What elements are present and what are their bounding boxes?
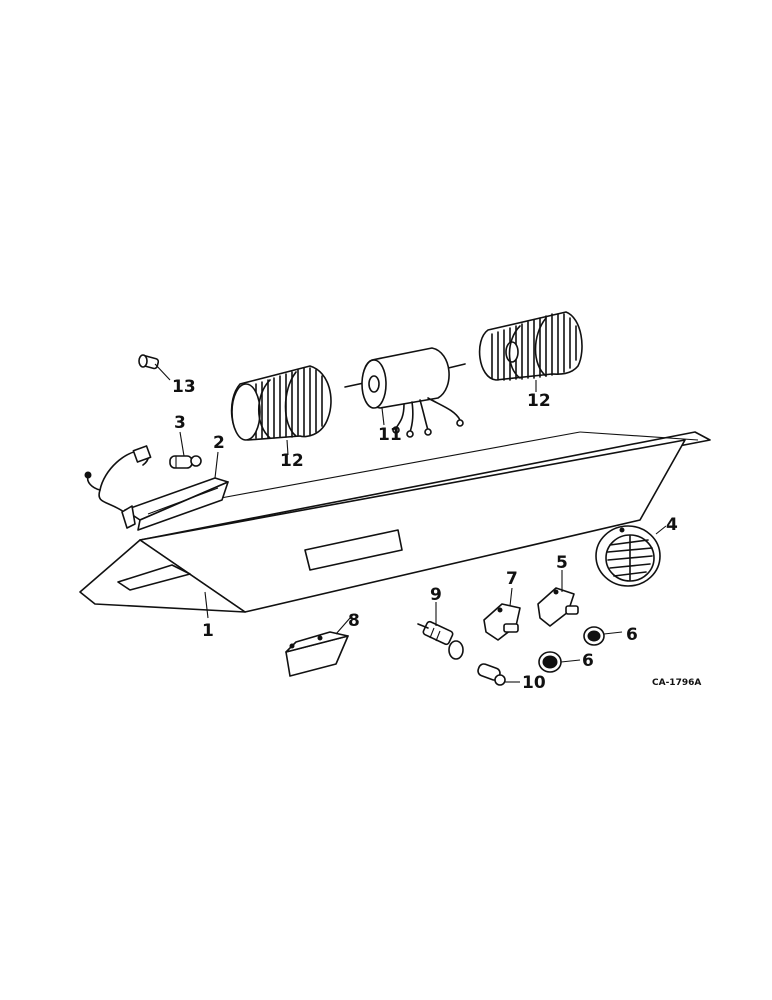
rheostat [417,620,464,660]
callout-9: 9 [430,585,442,605]
callout-7: 7 [506,569,518,589]
mounting-plate [285,631,349,677]
housing-panel [79,431,711,613]
callout-12-right: 12 [527,391,551,411]
callout-4: 4 [666,515,678,535]
leader-lines [154,363,667,683]
callouts: 1 2 3 4 5 6 6 7 8 9 10 11 12 12 13 CA-17… [172,377,701,693]
callout-6-lower: 6 [582,651,594,671]
switch-7 [483,603,521,641]
figure-code: CA-1796A [652,678,701,688]
knob-lower [538,651,562,673]
callout-10: 10 [522,673,546,693]
callout-1: 1 [202,621,214,641]
blower-wheel-left [230,365,332,441]
callout-8: 8 [348,611,360,631]
callout-6-upper: 6 [626,625,638,645]
blower-wheel-right [478,311,583,381]
switch-5 [537,587,579,627]
light-assembly [84,445,229,531]
bulb [169,455,202,469]
indicator-bulb [477,663,506,686]
blower-motor [344,347,466,438]
callout-12-left: 12 [280,451,304,471]
round-vent [595,525,661,587]
callout-5: 5 [556,553,568,573]
screw [138,354,160,370]
knob-upper [583,626,605,646]
callout-2: 2 [213,433,225,453]
callout-3: 3 [174,413,186,433]
callout-13: 13 [172,377,196,397]
callout-11: 11 [378,425,402,445]
